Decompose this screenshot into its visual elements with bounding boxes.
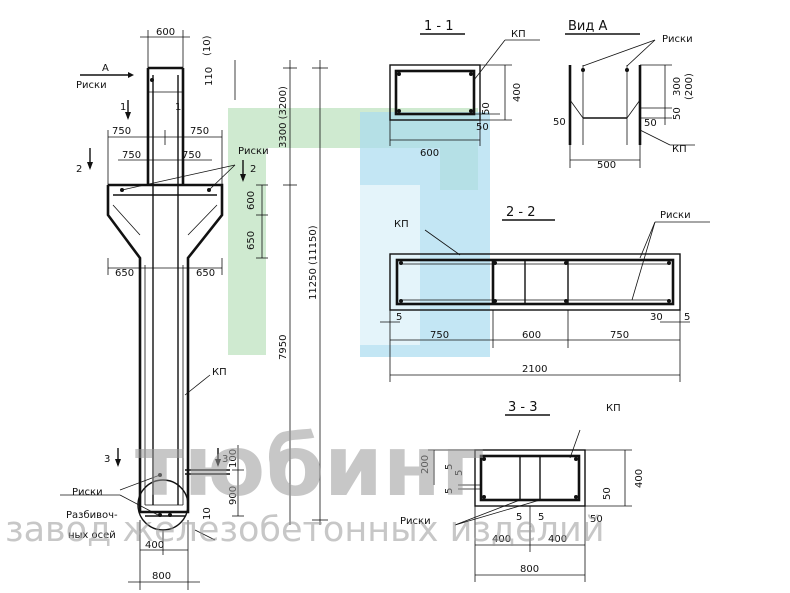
view-a-kp: КП (672, 144, 687, 155)
section-2-2-dim-2100: 2100 (522, 364, 547, 375)
section-3-3-dim-400-left: 400 (492, 534, 511, 545)
section-3-3-dim-5-d: 5 (516, 512, 522, 523)
section-3-3-dim-400-right: 400 (548, 534, 567, 545)
section-1-marker: 1 (120, 102, 126, 113)
dim-750-right-2: 750 (182, 150, 201, 161)
section-2-2-dim-750-left: 750 (430, 330, 449, 341)
dim-600-bracket: 600 (246, 191, 257, 210)
dim-650-left: 650 (115, 268, 134, 279)
section-2-2: 2 - 2 КП Риски 5 30 5 750 600 750 2100 (380, 205, 710, 382)
section-3-3-dim-200: 200 (420, 455, 431, 474)
dim-650-right: 650 (196, 268, 215, 279)
watermark-slogan: завод железобетонных изделий (5, 510, 605, 550)
watermark-brand: тюбинг (135, 417, 485, 515)
section-2-2-risks: Риски (660, 210, 691, 221)
section-2-2-dim-30: 30 (650, 312, 663, 323)
section-1-1-dim-50-h: 50 (476, 122, 489, 133)
section-3-marker-r: 3 (222, 454, 228, 465)
view-a-risks: Риски (662, 34, 693, 45)
dim-800-bottom: 800 (152, 571, 171, 582)
section-3-3-dim-800: 800 (520, 564, 539, 575)
kp-label-column: КП (212, 367, 227, 378)
section-3-3-dim-50-h: 50 (590, 514, 603, 525)
section-3-3-kp: КП (606, 403, 621, 414)
view-a-dim-200: (200) (684, 73, 695, 100)
dim-11250: 11250 (11150) (308, 225, 319, 300)
section-2-2-dim-5-left: 5 (396, 312, 402, 323)
dim-600-top: 600 (156, 27, 175, 38)
risks-label-bracket: Риски (238, 146, 269, 157)
column-labels: 600 А Риски (10) 110 1 1 750 750 750 750… (66, 27, 319, 582)
section-1-marker-r: 1 (175, 102, 181, 113)
dim-750-left: 750 (112, 126, 131, 137)
section-1-1-dim-600: 600 (420, 148, 439, 159)
dim-750-left-2: 750 (122, 150, 141, 161)
section-2-2-title: 2 - 2 (506, 205, 536, 220)
section-3-marker: 3 (104, 454, 110, 465)
dim-400-bottom: 400 (145, 540, 164, 551)
dim-10: (10) (202, 35, 213, 56)
view-a-title: Вид А (568, 19, 607, 34)
dim-7950: 7950 (278, 335, 289, 360)
section-3-3-dim-5-e: 5 (538, 512, 544, 523)
column-elevation (106, 66, 230, 531)
section-3-3-dim-400: 400 (634, 469, 645, 488)
risks-label-bottom: Риски (72, 487, 103, 498)
section-3-3-dim-50-v: 50 (602, 487, 613, 500)
view-a-dim-500: 500 (597, 160, 616, 171)
section-2-2-dim-750-right: 750 (610, 330, 629, 341)
section-2-2-kp: КП (394, 219, 409, 230)
section-3-3-dim-5-a: 5 (444, 464, 455, 470)
axis-label-line-2: ных осей (68, 530, 116, 541)
view-a-marker: А (102, 63, 109, 74)
section-1-1-kp: КП (511, 29, 526, 40)
view-a-dim-50-left: 50 (553, 117, 566, 128)
dim-110: 110 (204, 67, 215, 86)
section-2-2-dim-600: 600 (522, 330, 541, 341)
section-2-marker-r: 2 (250, 164, 256, 175)
section-3-3: 3 - 3 КП 200 5 5 5 400 50 50 5 5 Риски 4… (400, 400, 645, 582)
section-1-1: 1 - 1 КП 400 50 50 600 (389, 19, 540, 159)
view-a-dim-50-v: 50 (672, 107, 683, 120)
dim-100: 100 (228, 449, 239, 468)
dim-3300: 3300 (3200) (278, 86, 289, 148)
dim-650-bracket: 650 (246, 231, 257, 250)
section-1-1-title: 1 - 1 (424, 19, 454, 34)
section-3-3-risks: Риски (400, 516, 431, 527)
section-2-marker: 2 (76, 164, 82, 175)
risks-label-top: Риски (76, 80, 107, 91)
section-2-2-dim-5-right: 5 (684, 312, 690, 323)
view-a-dim-300: 300 (672, 77, 683, 96)
view-a-dim-50-right: 50 (644, 118, 657, 129)
dim-900: 900 (228, 486, 239, 505)
section-3-3-title: 3 - 3 (508, 400, 538, 415)
dim-10-bottom: 10 (202, 507, 213, 520)
axis-label-line-1: Разбивоч- (66, 510, 118, 521)
section-1-1-dim-400: 400 (512, 83, 523, 102)
view-a: Вид А Риски 300 (200) 50 50 50 500 КП (553, 19, 695, 171)
dim-750-right: 750 (190, 126, 209, 137)
section-1-1-dim-50-v: 50 (481, 102, 492, 115)
section-3-3-dim-5-c: 5 (444, 488, 455, 494)
section-3-3-dim-5-b: 5 (454, 470, 465, 476)
column-dimensions (60, 30, 328, 590)
